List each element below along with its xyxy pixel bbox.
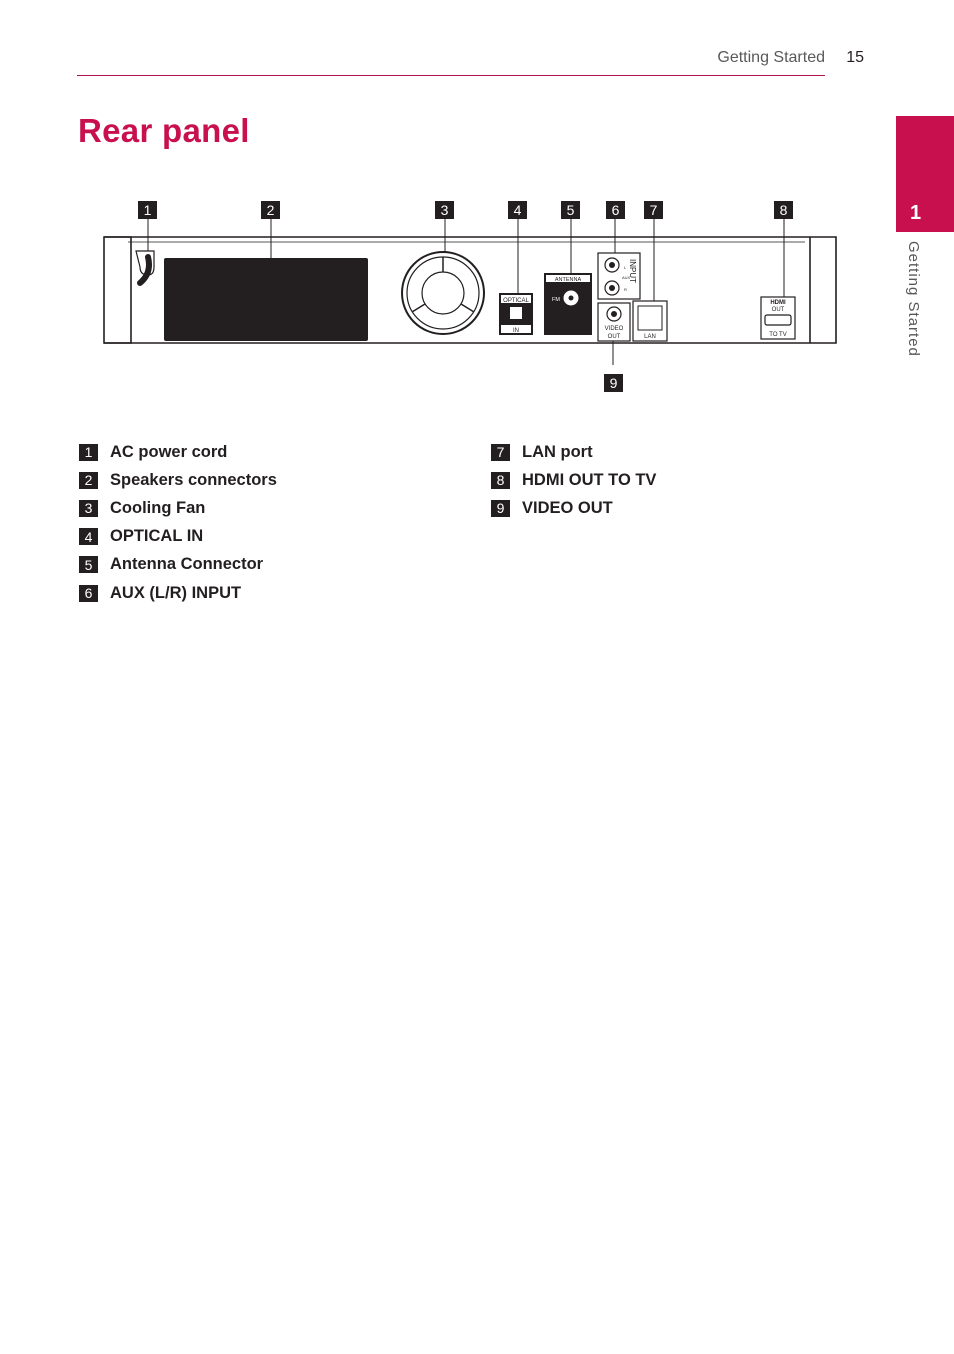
chapter-number: 1: [910, 202, 922, 224]
callout-1: 1: [138, 201, 157, 219]
legend-label: AC power cord: [110, 442, 228, 461]
running-header: Getting Started 15: [600, 49, 866, 71]
page-title: Rear panel: [78, 112, 250, 149]
legend-item: 3 Cooling Fan: [79, 494, 277, 522]
legend-number-badge: 9: [491, 499, 510, 517]
hdmi-to-tv-label: TO TV: [769, 332, 786, 338]
header-section-title: Getting Started: [717, 49, 825, 66]
legend-label: HDMI OUT TO TV: [522, 470, 657, 489]
video-out-label: OUT: [608, 334, 621, 340]
callout-5: 5: [561, 201, 580, 219]
optical-in-label: IN: [513, 328, 519, 334]
video-label: VIDEO: [605, 326, 624, 332]
legend-right: 7 LAN port 8 HDMI OUT TO TV 9 VIDEO OUT: [491, 438, 656, 523]
legend-label: Antenna Connector: [110, 555, 264, 574]
callout-8: 8: [774, 201, 793, 219]
legend-number-badge: 2: [79, 471, 98, 489]
legend-number-badge: 8: [491, 471, 510, 489]
page-number: 15: [846, 49, 864, 66]
antenna-label: ANTENNA: [555, 277, 582, 283]
legend-item: 7 LAN port: [491, 438, 656, 466]
legend-item: 9 VIDEO OUT: [491, 494, 656, 522]
callout-3: 3: [435, 201, 454, 219]
callout-4: 4: [508, 201, 527, 219]
legend-number-badge: 6: [79, 584, 98, 602]
callout-2: 2: [261, 201, 280, 219]
chapter-tab: 1: [896, 116, 954, 232]
hdmi-out-label: OUT: [772, 307, 785, 313]
hdmi-label: HDMI: [770, 300, 786, 306]
legend-label: AUX (L/R) INPUT: [110, 583, 242, 602]
chapter-side-label: Getting Started: [905, 241, 922, 357]
legend-number-badge: 5: [79, 556, 98, 574]
legend-item: 2 Speakers connectors: [79, 466, 277, 494]
legend-label: VIDEO OUT: [522, 498, 613, 517]
legend-label: LAN port: [522, 442, 593, 461]
callout-7: 7: [644, 201, 663, 219]
aux-label: AUX: [622, 275, 631, 280]
legend-label: OPTICAL IN: [110, 527, 204, 546]
fm-label: FM: [552, 297, 560, 303]
aux-r-label: R: [624, 287, 627, 292]
callout-6: 6: [606, 201, 625, 219]
callout-9: 9: [604, 374, 623, 392]
legend-label: Speakers connectors: [110, 470, 277, 489]
legend-number-badge: 1: [79, 443, 98, 461]
legend-label: Cooling Fan: [110, 498, 206, 517]
rear-panel-diagram: OPTICAL IN ANTENNA FM AUX L R INPUT VIDE…: [103, 218, 837, 365]
optical-label: OPTICAL: [503, 298, 529, 304]
legend-item: 5 Antenna Connector: [79, 551, 277, 579]
legend-number-badge: 7: [491, 443, 510, 461]
legend-left: 1 AC power cord 2 Speakers connectors 3 …: [79, 438, 277, 607]
legend-item: 8 HDMI OUT TO TV: [491, 466, 656, 494]
legend-item: 1 AC power cord: [79, 438, 277, 466]
lan-label: LAN: [644, 334, 656, 340]
legend-item: 4 OPTICAL IN: [79, 523, 277, 551]
aux-l-label: L: [624, 265, 627, 270]
legend-number-badge: 4: [79, 528, 98, 546]
header-rule: [77, 75, 825, 76]
legend-item: 6 AUX (L/R) INPUT: [79, 579, 277, 607]
legend-number-badge: 3: [79, 499, 98, 517]
input-label: INPUT: [628, 259, 637, 283]
